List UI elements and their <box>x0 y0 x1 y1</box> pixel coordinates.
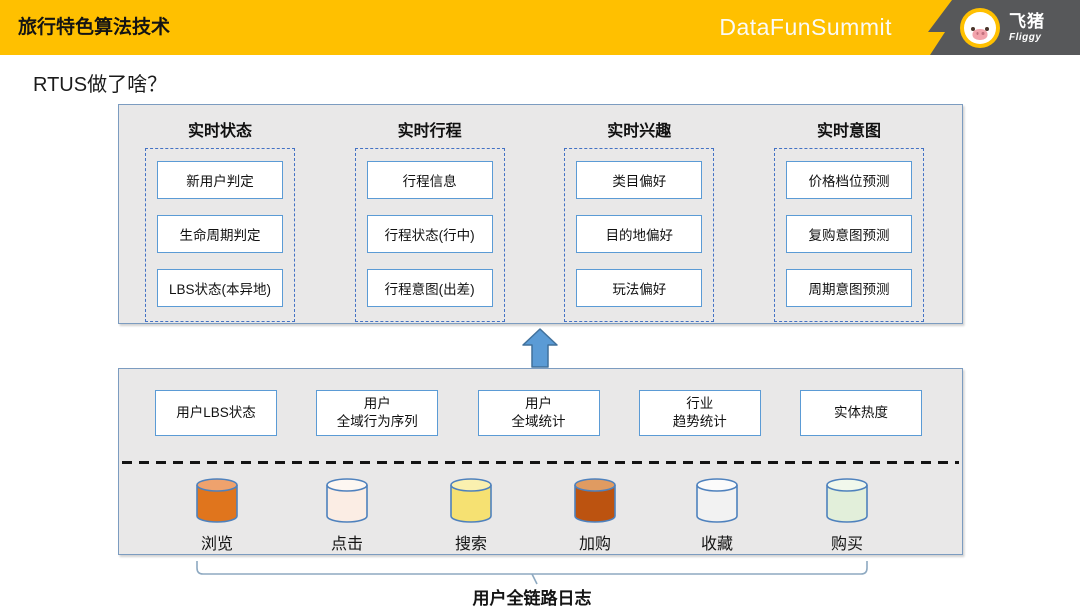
database-cylinder-icon <box>450 478 492 523</box>
top-panel-columns: 实时状态新用户判定生命周期判定 LBS状态(本异地) 实时行程行程信息行程状态(行中… <box>119 105 962 322</box>
column-title: 实时状态 <box>187 123 252 140</box>
capability-item: 行程意图(出差) <box>366 269 493 307</box>
column-title: 实时行程 <box>397 123 462 140</box>
pig-face-icon <box>964 11 996 44</box>
datafunsummit-wordmark: DataFunSummit <box>719 14 892 40</box>
up-arrow-icon <box>521 328 559 373</box>
log-source-6: 购买 <box>797 477 897 554</box>
feature-row: 用户LBS状态用户全域行为序列用户全域统计行业趋势统计实体热度 <box>155 390 922 436</box>
capability-item: 复购意图预测 <box>785 215 912 253</box>
brace-bracket <box>196 561 870 592</box>
column-items-container: 行程信息行程状态(行中) 行程意图(出差) <box>354 148 505 322</box>
column-items-container: 价格档位预测复购意图预测周期意图预测 <box>773 148 924 322</box>
log-source-2: 点击 <box>297 477 397 554</box>
log-source-label: 点击 <box>330 536 363 553</box>
feature-box: 用户全域行为序列 <box>316 390 439 436</box>
database-cylinder-icon <box>574 478 616 523</box>
capability-item: 目的地偏好 <box>576 215 703 253</box>
capability-item: 价格档位预测 <box>785 161 912 199</box>
realtime-column-3: 实时兴趣类目偏好目的地偏好玩法偏好 <box>564 117 715 322</box>
fliggy-logo-en: Fliggy <box>1009 31 1042 43</box>
column-items-container: 新用户判定生命周期判定 LBS状态(本异地) <box>145 148 295 322</box>
database-cylinder-icon <box>696 478 738 523</box>
logs-caption: 用户全链路日志 <box>472 589 592 608</box>
column-items-container: 类目偏好目的地偏好玩法偏好 <box>564 148 715 322</box>
log-source-4: 加购 <box>545 477 645 554</box>
realtime-column-1: 实时状态新用户判定生命周期判定 LBS状态(本异地) <box>145 117 295 322</box>
fliggy-pig-icon <box>960 7 1000 48</box>
capability-item: 新用户判定 <box>157 161 283 199</box>
pig-eye-icon <box>971 26 975 31</box>
feature-box: 实体热度 <box>800 390 922 436</box>
capability-item: LBS状态(本异地) <box>157 269 283 307</box>
fliggy-logo-cn: 飞猪 <box>1009 11 1045 31</box>
log-source-label: 搜索 <box>454 536 487 553</box>
log-source-1: 浏览 <box>167 477 267 554</box>
feature-box: 行业趋势统计 <box>638 390 761 436</box>
fliggy-logo-panel: 飞猪 Fliggy <box>928 0 1080 55</box>
realtime-column-2: 实时行程行程信息行程状态(行中) 行程意图(出差) <box>354 117 505 322</box>
log-source-3: 搜索 <box>421 477 521 554</box>
rtus-output-panel: 实时状态新用户判定生命周期判定 LBS状态(本异地) 实时行程行程信息行程状态(行中… <box>118 104 963 324</box>
database-cylinder-icon <box>196 478 238 523</box>
log-source-5: 收藏 <box>667 477 767 554</box>
capability-item: 玩法偏好 <box>576 269 703 307</box>
feature-box: 用户LBS状态 <box>155 390 277 436</box>
column-title: 实时兴趣 <box>607 123 672 140</box>
capability-item: 行程状态(行中) <box>366 215 493 253</box>
pig-snout-icon <box>972 28 988 40</box>
feature-box: 用户全域统计 <box>477 390 600 436</box>
log-source-label: 浏览 <box>200 536 233 553</box>
page-title: RTUS做了啥？ <box>33 74 168 96</box>
database-cylinder-icon <box>326 478 368 523</box>
log-source-label: 购买 <box>830 536 863 553</box>
capability-item: 周期意图预测 <box>785 269 912 307</box>
fliggy-logo-text: 飞猪 Fliggy <box>1009 13 1045 43</box>
capability-item: 生命周期判定 <box>157 215 283 253</box>
pig-nostril-icon <box>976 32 979 35</box>
column-title: 实时意图 <box>816 123 881 140</box>
realtime-column-4: 实时意图价格档位预测复购意图预测周期意图预测 <box>773 117 924 322</box>
capability-item: 类目偏好 <box>576 161 703 199</box>
log-source-label: 加购 <box>578 536 611 553</box>
capability-item: 行程信息 <box>366 161 493 199</box>
database-cylinder-icon <box>826 478 868 523</box>
pig-eye-icon <box>985 26 989 31</box>
pig-nostril-icon <box>981 32 984 35</box>
slide-header-title: 旅行特色算法技术 <box>18 17 171 38</box>
header-bar: 旅行特色算法技术 DataFunSummit 飞猪 Fliggy <box>0 0 1080 55</box>
rtus-input-panel: 用户LBS状态用户全域行为序列用户全域统计行业趋势统计实体热度 浏览 点击 搜索 加购… <box>118 368 963 555</box>
dashed-divider <box>122 461 959 464</box>
log-source-label: 收藏 <box>700 536 733 553</box>
